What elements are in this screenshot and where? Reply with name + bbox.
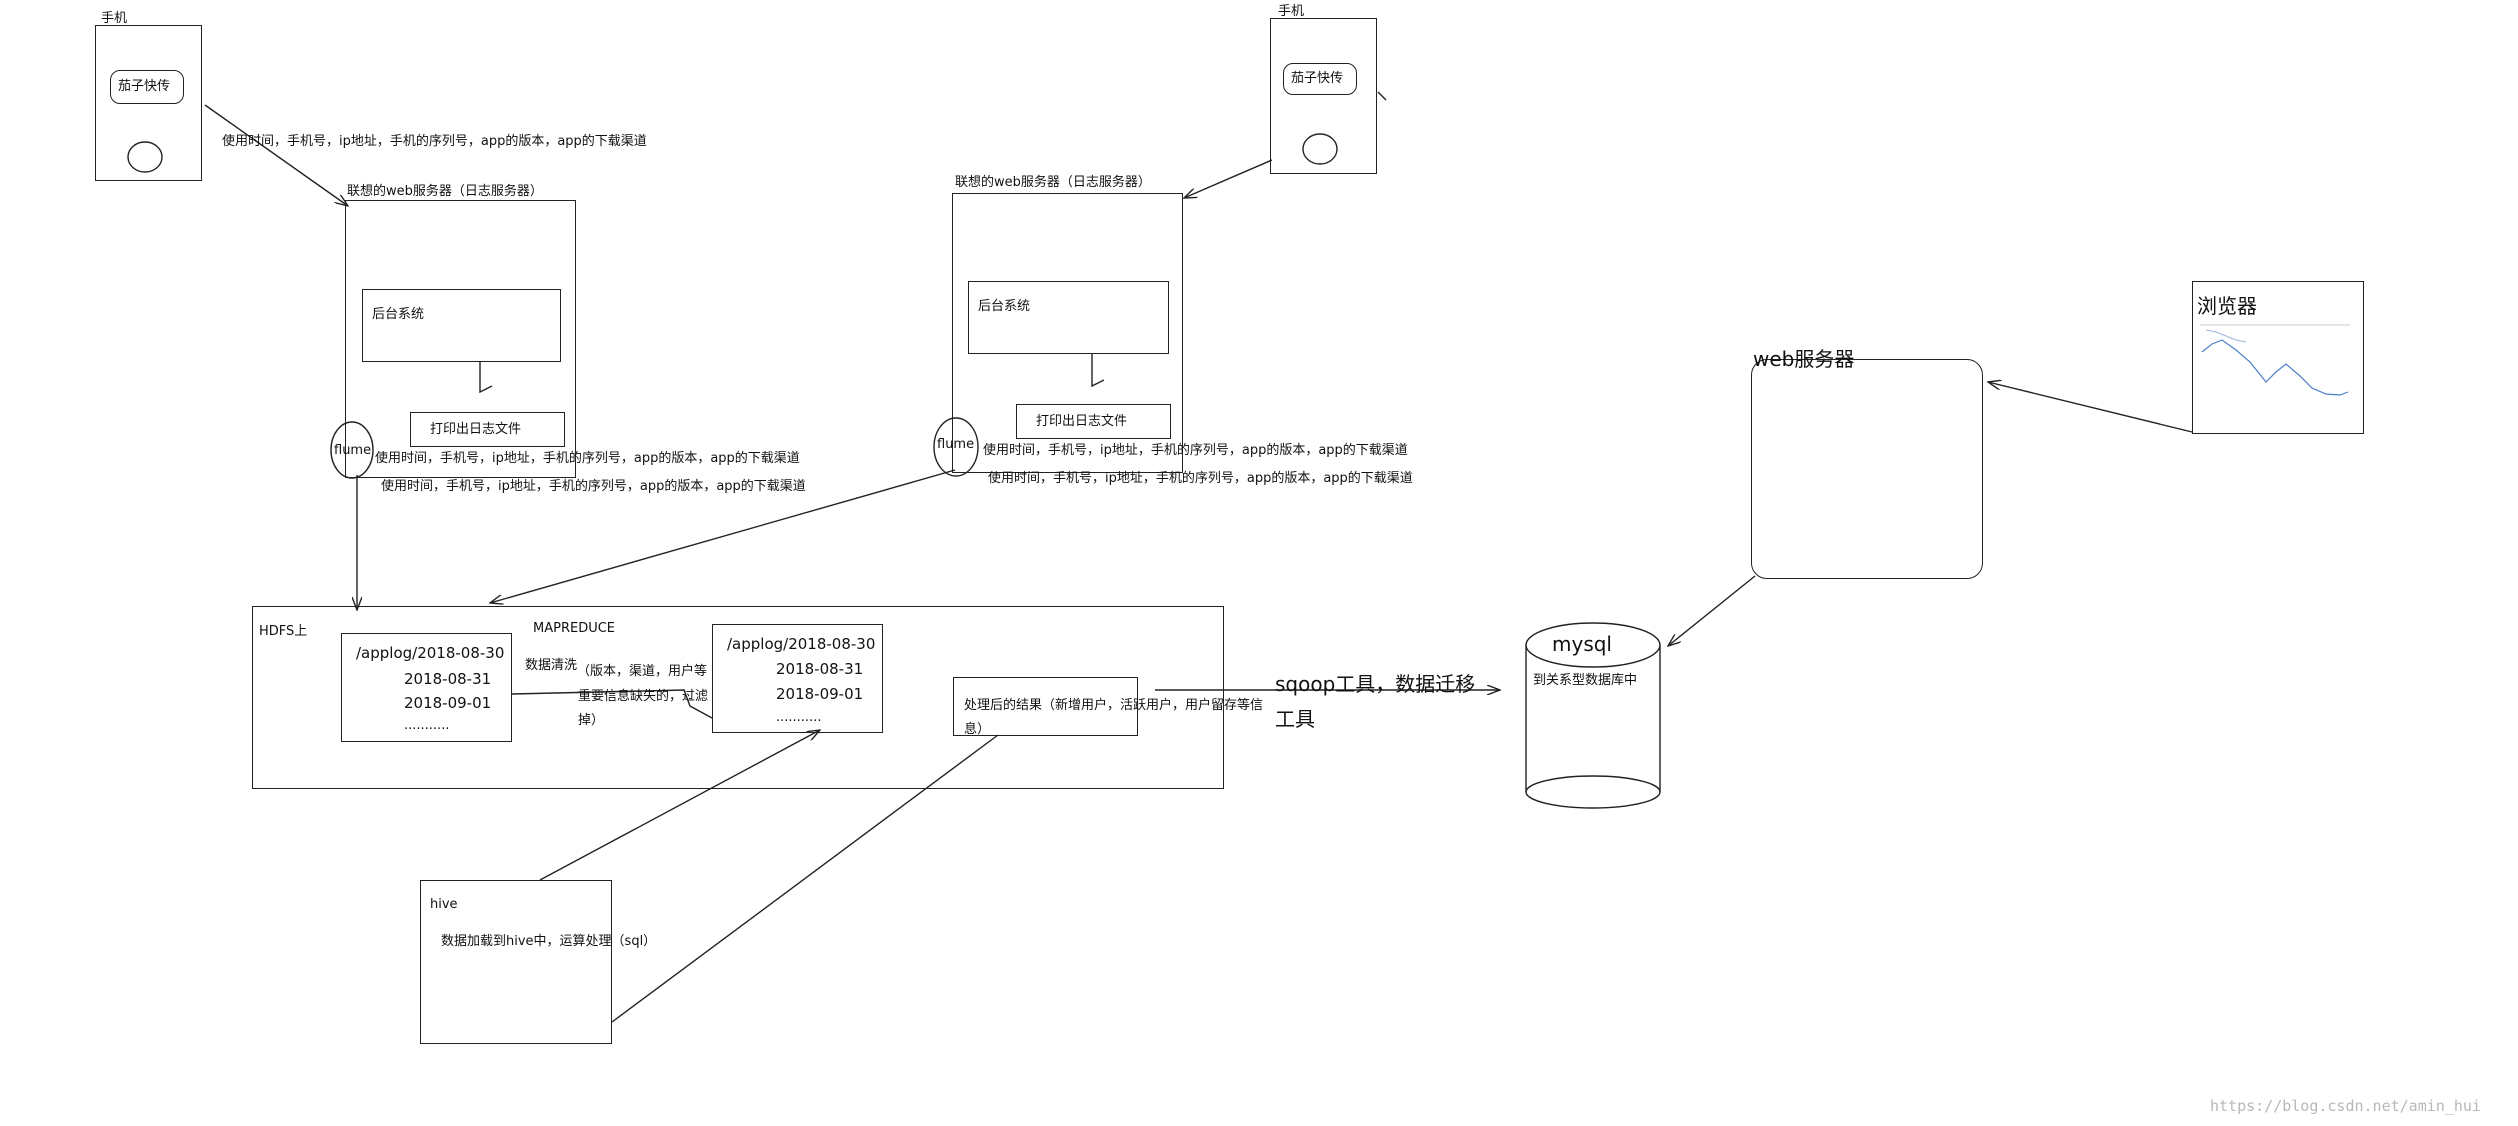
browser-title: 浏览器 [2197,294,2257,318]
browser-mini-chart [2201,339,2349,396]
stray-mark [1377,91,1387,101]
mysql-title: mysql [1552,632,1612,656]
server-right-print-log-label: 打印出日志文件 [1036,414,1128,429]
result-line-1: 处理后的结果（新增用户，活跃用户，用户留存等信 [964,698,1264,713]
arrow-flume-right-to-hdfs [490,469,956,603]
line-result-to-hive [611,734,999,1023]
raw-file-2: 2018-08-31 [404,670,492,688]
watermark: https://blog.csdn.net/amin_hui [2210,1097,2481,1115]
log-fields-right-1: 使用时间，手机号，ip地址，手机的序列号，app的版本，app的下载渠道 [983,443,1408,458]
arrow-webserver-to-mysql [1668,575,1756,646]
clean-label: 数据清洗 [525,658,578,673]
hive-desc: 数据加载到hive中，运算处理（sql） [441,934,657,949]
log-fields-right-2: 使用时间，手机号，ip地址，手机的序列号，app的版本，app的下载渠道 [988,471,1413,486]
phone-left-app-button[interactable] [110,70,184,104]
mapreduce-label: MAPREDUCE [533,621,616,636]
web-server-title: web服务器 [1753,347,1855,371]
phone-right-title: 手机 [1278,4,1305,19]
server-right-flume-label: flume [937,437,975,452]
result-line-2: 息） [964,722,991,737]
arrow-browser-to-webserver [1988,382,2193,433]
server-left-flume-label: flume [334,443,372,458]
browser-mini-chart-2 [2205,329,2247,343]
sqoop-line-1: sqoop工具，数据迁移 [1275,672,1476,696]
phone-right-app-label: 茄子快传 [1291,71,1344,86]
raw-log-files [341,633,512,742]
sqoop-line-2: 工具 [1275,707,1315,731]
arrow-backend-to-log-right [1091,354,1105,388]
server-right-title: 联想的web服务器（日志服务器） [955,175,1151,190]
arrow-hive-to-clean [539,730,820,881]
hdfs-label: HDFS上 [259,624,308,639]
clean-desc-2: 重要信息缺失的，过滤 [578,689,709,704]
server-right-print-log [1016,404,1171,439]
server-right-backend [968,281,1169,354]
server-left-print-log [410,412,565,447]
hive-box [420,880,612,1044]
server-left-print-log-label: 打印出日志文件 [430,422,522,437]
server-right [952,193,1183,473]
server-left-backend-label: 后台系统 [372,307,425,322]
hdfs-region [252,606,1224,789]
arrow-backend-to-log-left [479,362,493,394]
clean-file-2: 2018-08-31 [776,660,864,678]
clean-file-3: 2018-09-01 [776,685,864,703]
phone-left-app-label: 茄子快传 [118,79,171,94]
web-server-box [1751,359,1983,579]
phone-left-title: 手机 [101,11,128,26]
clean-desc-3: 掉） [578,713,605,728]
log-fields-phone-left: 使用时间，手机号，ip地址，手机的序列号，app的版本，app的下载渠道 [222,134,647,149]
result-box [953,677,1138,736]
arrow-phone-left-to-server [204,104,348,206]
phone-right [1270,18,1377,174]
mysql-desc: 到关系型数据库中 [1533,673,1638,688]
server-left [345,200,576,478]
server-left-backend [362,289,561,362]
phone-left [95,25,202,181]
home-button-right [1302,133,1338,165]
server-right-backend-label: 后台系统 [978,299,1031,314]
raw-file-4: ........... [404,718,450,733]
flume-circle-left [330,421,374,479]
log-fields-left-1: 使用时间，手机号，ip地址，手机的序列号，app的版本，app的下载渠道 [375,451,800,466]
phone-right-app-button[interactable] [1283,63,1357,95]
home-button-left [127,141,163,173]
clean-desc-1: （版本，渠道，用户等 [577,664,708,679]
flume-circle-right [933,417,979,477]
hive-title: hive [430,897,458,912]
clean-file-4: ........... [776,710,822,725]
mysql-bottom [1525,775,1661,809]
log-fields-left-2: 使用时间，手机号，ip地址，手机的序列号，app的版本，app的下载渠道 [381,479,806,494]
raw-file-3: 2018-09-01 [404,694,492,712]
raw-file-1: /applog/2018-08-30 [356,644,505,662]
clean-file-1: /applog/2018-08-30 [727,635,876,653]
cleaned-log-files [712,624,883,733]
arrow-raw-to-clean [511,689,713,719]
arrow-phone-right-to-server [1184,159,1273,198]
server-left-title: 联想的web服务器（日志服务器） [347,184,543,199]
browser-window [2192,281,2364,434]
